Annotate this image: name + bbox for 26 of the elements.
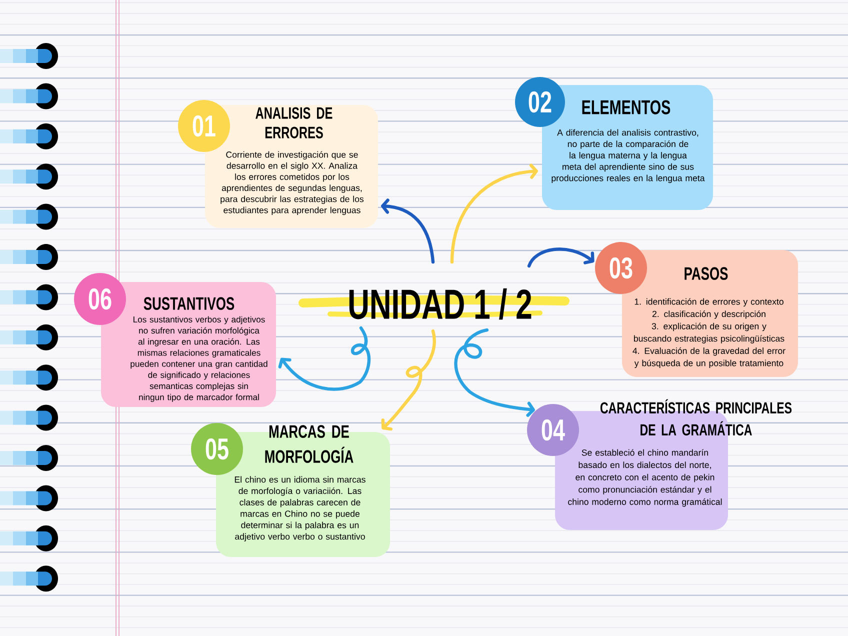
card-heading: PASOS bbox=[684, 267, 728, 280]
body-text: Los sustantivos verbos y adjetivos no sufren variación morfológica al ingresar en una oración. Las mismas relaciones gramaticales pueden contener una gran cantidad de significado y relaciones semanticas complejas sin ningun tipo de marcador formal bbox=[130, 316, 268, 402]
body-text: El chino es un idioma sin marcas de morfología o variaciión. Las clases de palabras carecen de marcas en Chino no se puede determinar si la palabra es un adjetivo verbo verbo o sustantivo bbox=[234, 476, 366, 542]
arrow bbox=[527, 248, 594, 268]
list-item: 1. identificación de errores y contexto bbox=[634, 298, 784, 306]
number-badge: 01 bbox=[178, 100, 230, 152]
number-badge: 05 bbox=[191, 423, 243, 475]
number-badge: 02 bbox=[515, 77, 565, 127]
card-heading: ELEMENTOS bbox=[582, 100, 670, 114]
card-heading: ANALISIS DE ERRORES bbox=[256, 107, 332, 138]
card-heading: CARACTERÍSTICAS PRINCIPALES DE LA GRAMÁTICA bbox=[600, 399, 792, 436]
card-heading: SUSTANTIVOS bbox=[144, 297, 234, 310]
arrow bbox=[381, 329, 436, 431]
arrow bbox=[278, 326, 371, 391]
arrow bbox=[450, 164, 538, 264]
body-text: A diferencia del analisis contrastivo, no parte de la comparación de la lengua materna y la lengua meta del aprendiente sino de sus producciones reales en la lengua meta bbox=[552, 129, 705, 183]
number-badge: 06 bbox=[74, 273, 126, 325]
number-badge: 03 bbox=[595, 242, 647, 294]
body-text: Corriente de investigación que se desarrollo en el siglo XX. Analiza los errores cometidos por los aprendientes de segundas lenguas, para descubrir las estrategias de los estudiantes para aprender lenguas bbox=[220, 151, 364, 215]
number-badge: 04 bbox=[527, 404, 579, 456]
card-heading: MARCAS DE MORFOLOGÍA bbox=[265, 425, 354, 463]
arrow bbox=[454, 328, 536, 417]
list-item: 2. clasificación y descripción bbox=[652, 310, 766, 319]
list-item: 4. Evaluación de la gravedad del error y búsqueda de un posible tratamiento bbox=[632, 347, 786, 368]
list-item: 3. explicación de su origen y buscando estrategias psicolingüísticas bbox=[634, 322, 784, 344]
arrow bbox=[381, 198, 435, 264]
